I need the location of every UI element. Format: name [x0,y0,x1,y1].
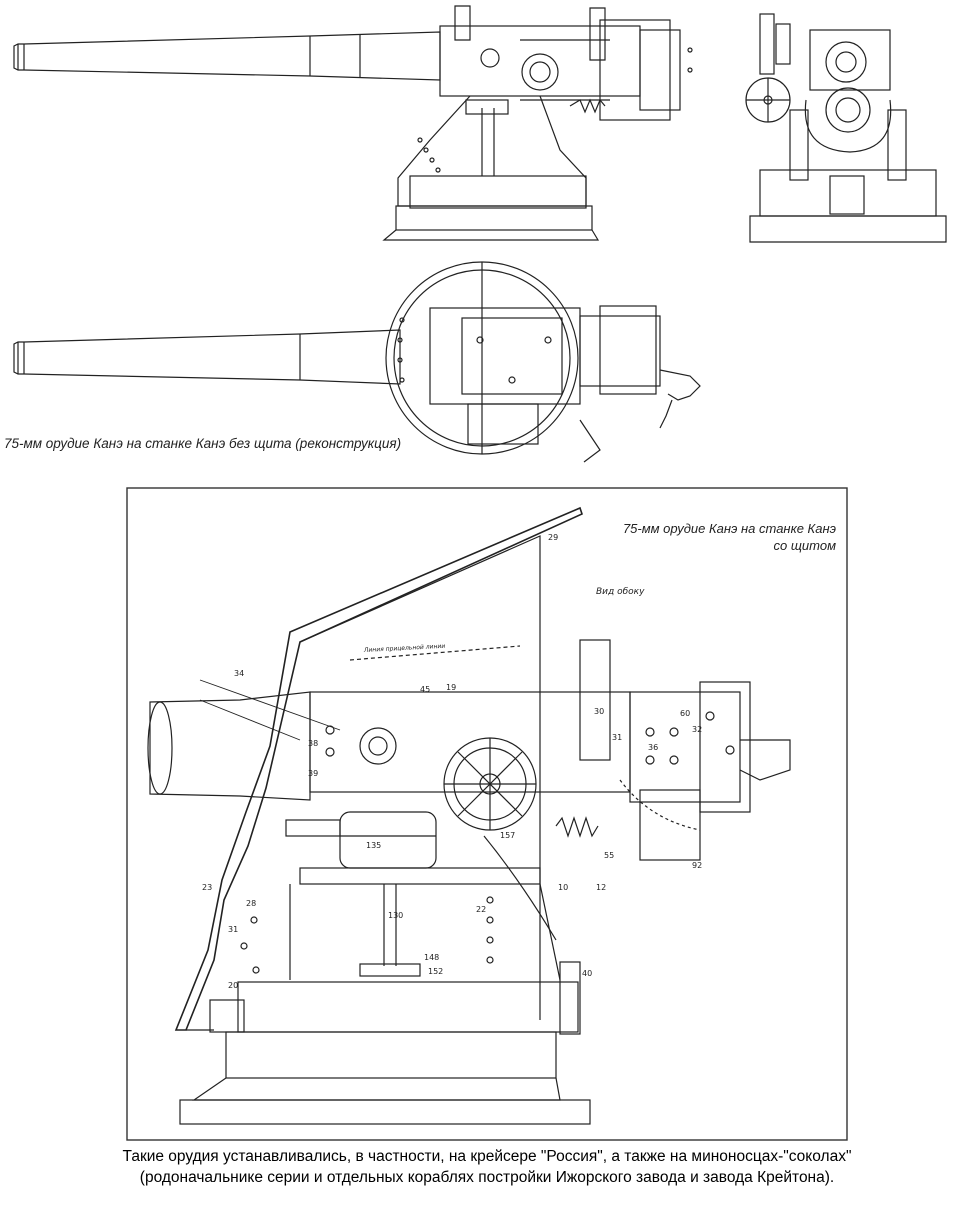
part-number: 148 [424,953,439,962]
bottom-description: Такие орудия устанавливались, в частност… [0,1146,974,1188]
side-view-gun [13,5,693,241]
bottom-description-line1: Такие орудия устанавливались, в частност… [122,1148,852,1165]
plan-view-gun [13,261,701,463]
part-number: 20 [228,981,238,990]
sight-line-label: Линия прицельной линии [363,643,446,654]
top-caption: 75-мм орудие Канэ на станке Канэ без щит… [4,436,402,451]
part-number: 152 [428,967,443,976]
part-number: 45 [420,685,430,694]
view-label: Вид обоку [596,587,645,597]
part-number: 39 [308,769,318,778]
part-number: 92 [692,861,702,870]
part-number: 30 [594,707,604,716]
part-number: 130 [388,911,403,920]
part-number: 32 [692,725,702,734]
part-number: 135 [366,841,381,850]
part-number: 23 [202,883,212,892]
part-number: 22 [476,905,486,914]
part-number: 19 [446,683,456,692]
part-number: 31 [612,733,622,742]
part-number: 38 [308,739,318,748]
part-number: 31 [228,925,238,934]
shield-view-frame [126,487,848,1141]
part-number: 29 [548,533,558,542]
part-number: 40 [582,969,592,978]
inner-caption-line2: со щитом [773,538,836,553]
bottom-description-line2: (родоначальнике серии и отдельных корабл… [139,1169,835,1186]
part-number: 28 [246,899,256,908]
part-number: 10 [558,883,568,892]
shield-view-gun: 29 34 45 19 30 31 32 60 36 38 39 157 135… [147,506,791,1125]
inner-caption: 75-мм орудие Канэ на станке Канэ со щито… [596,520,836,554]
part-number: 157 [500,831,515,840]
part-number: 60 [680,709,690,718]
part-number: 34 [234,669,244,678]
inner-caption-line1: 75-мм орудие Канэ на станке Канэ [622,521,836,536]
part-number: 36 [648,743,658,752]
part-number: 12 [596,883,606,892]
part-number: 55 [604,851,614,860]
front-view-gun [745,13,947,243]
